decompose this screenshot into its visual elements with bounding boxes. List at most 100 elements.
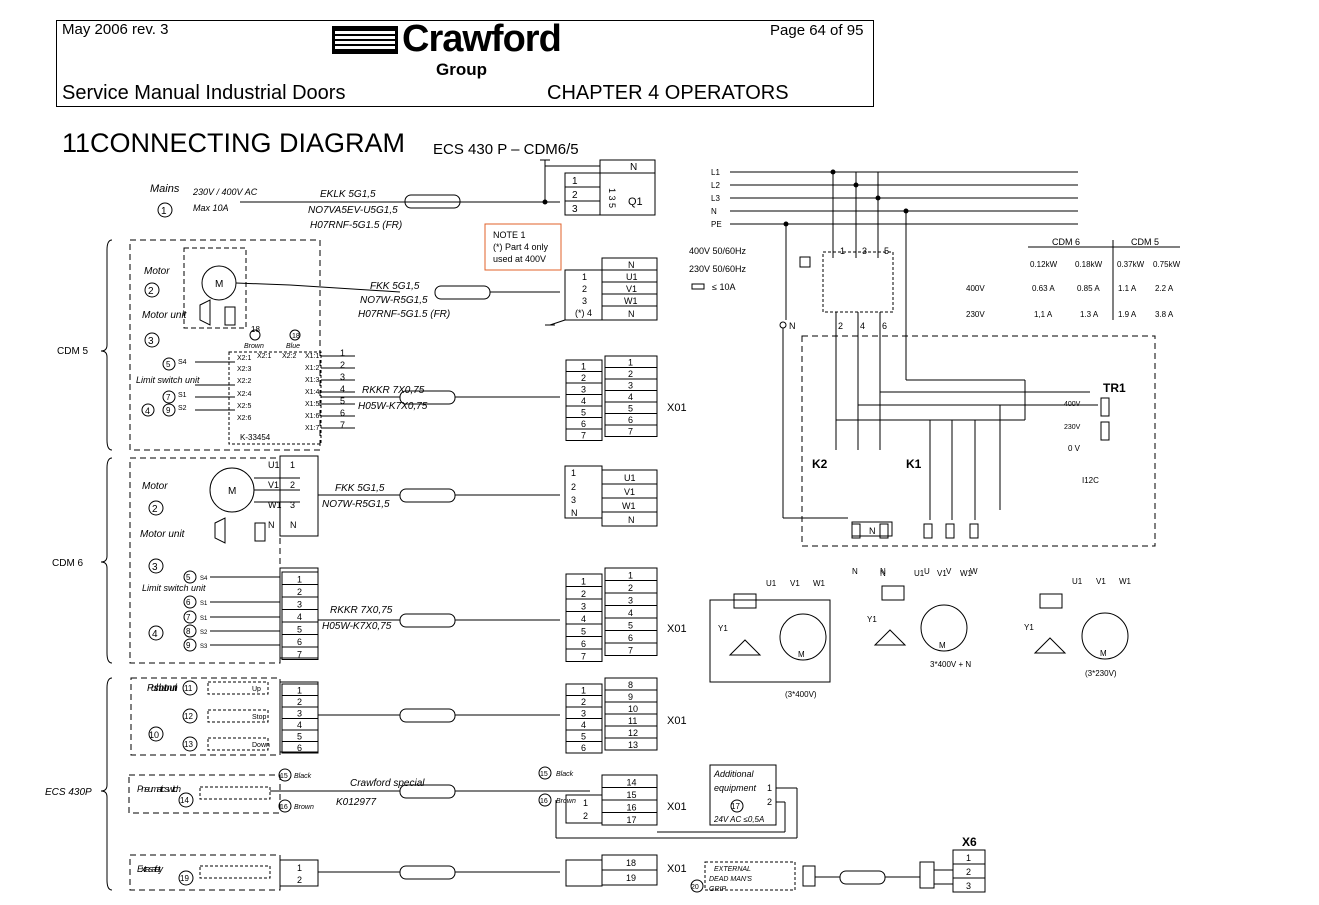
ecs-label: ECS 430P	[45, 787, 92, 798]
table-400v-label: 400V	[966, 284, 985, 293]
cdm6-u: U1	[268, 460, 280, 470]
cdm5-dashed-box	[129, 239, 321, 451]
cdm5-section: CDM 5 Motor 2 Motor unit 3 Limit switch …	[57, 239, 687, 451]
ctrl-term-label-3: V	[946, 567, 952, 576]
cdm6-label: CDM 6	[52, 558, 84, 569]
cdm5-motor-unit-num: 3	[148, 336, 154, 347]
cdm6-switch-num-2: 7	[186, 613, 191, 622]
motor-3x400v-n: M N U1 V1 W1 Y1 3*400V + N	[867, 569, 973, 669]
ctrl-num-3: 3	[862, 246, 867, 256]
cdm5-x2-1a: X2:1	[237, 355, 252, 362]
table-400v-3: 1.1 A	[1118, 284, 1137, 293]
svg-text:2: 2	[767, 797, 772, 807]
cdm5-left-frame	[565, 359, 603, 441]
m3-voltage: (3*230V)	[1085, 669, 1117, 678]
push-mid-2: 3	[581, 709, 586, 719]
cdm5-x2-6: X2:6	[237, 415, 252, 422]
cdm5-x01-0: 1	[628, 358, 633, 368]
svg-text:N: N	[290, 520, 297, 530]
table-400v-2: 0.85 A	[1077, 284, 1100, 293]
cdm6-x01-1: 2	[628, 583, 633, 593]
ecs-cable-2: K012977	[336, 797, 376, 808]
mains-label: Mains	[150, 183, 180, 195]
m2-w1: W1	[960, 569, 973, 578]
push-x01-0: 8	[628, 680, 633, 690]
cdm6-w: W1	[268, 500, 282, 510]
cdm6-x01-frame	[604, 567, 658, 656]
ecs-x01-0: 14	[627, 778, 637, 788]
cdm6-left-0: 1	[297, 575, 302, 585]
cdm5-x1-num-5: 6	[340, 408, 345, 418]
ecs-section: ECS 430P Pneumatic switch 14 15 Black 16…	[45, 677, 798, 891]
ecs-brown-a: Brown	[294, 804, 314, 811]
additional-label-1: Additional	[713, 769, 755, 779]
m3-u1: U1	[1072, 577, 1083, 586]
ecs-black-b: Black	[556, 771, 574, 778]
cdm5-x01-4: 5	[628, 404, 633, 414]
chapter-title: CHAPTER 4 OPERATORS	[547, 82, 789, 104]
x6-term-2: 2	[966, 867, 971, 877]
cdm5-x1-label-0: X1:1	[305, 353, 320, 360]
cdm6-n: N	[268, 520, 275, 530]
push-x01-label: X01	[667, 715, 687, 727]
k1-label: K1	[906, 457, 922, 471]
cdm5-mterm-w1: W1	[624, 296, 638, 306]
cdm6-switch-num-4: 9	[186, 641, 191, 650]
ctrl-num-6: 6	[882, 321, 887, 331]
x6-term-3: 3	[966, 881, 971, 891]
push-left-3: 4	[297, 720, 302, 730]
push-x01-5: 13	[628, 740, 638, 750]
svg-text:3: 3	[290, 500, 295, 510]
cdm5-x01-6: 7	[628, 427, 633, 437]
ctrl-term-box-3	[945, 523, 955, 539]
ctrl-term-label-1: N	[880, 567, 886, 576]
cdm5-brown: Brown	[244, 343, 264, 350]
push-left-4: 5	[297, 732, 302, 742]
cdm6-mid-2: 3	[581, 602, 586, 612]
cdm6-left-2: 3	[297, 600, 302, 610]
cdm6-switch-label-1: S1	[200, 601, 208, 607]
cdm5-mterm-n2: N	[628, 309, 635, 319]
push-mid-4: 5	[581, 732, 586, 742]
push-x01-2: 10	[628, 704, 638, 714]
ctrl-n: N	[789, 321, 796, 331]
m2-u1: U1	[914, 569, 925, 578]
supply-line-1: L2	[711, 181, 720, 190]
ctrl-term-box-4	[969, 523, 979, 539]
cdm5-s2: S2	[178, 405, 187, 412]
push-btn-0	[207, 681, 269, 695]
q1-pins: 1 3 5	[607, 188, 617, 208]
cdm5-n18a: 18	[251, 325, 260, 334]
cdm5-blue: Blue	[286, 343, 300, 350]
mains-fuse: Max 10A	[193, 203, 229, 213]
cdm6-dashed-box	[129, 457, 281, 664]
table-230v-4: 3.8 A	[1155, 310, 1174, 319]
cdm6-switch-num-0: 5	[186, 573, 191, 582]
cdm6-mid-0: 1	[581, 577, 586, 587]
table-230v-label: 230V	[966, 310, 985, 319]
cdm5-motor-cable	[434, 285, 491, 300]
supply-400v: 400V 50/60Hz	[689, 246, 747, 256]
revision-text: May 2006 rev. 3	[62, 21, 169, 38]
cdm6-switch-num-3: 8	[186, 627, 191, 636]
additional-label-3: 24V AC ≤0,5A	[713, 815, 764, 824]
cdm5-x2-1b: X2:1	[257, 353, 272, 360]
external-label-3: GRIP	[709, 886, 726, 893]
cdm6-mid-3: 4	[581, 614, 586, 624]
ecs-n15a: 15	[280, 773, 288, 780]
cdm5-mnum-4: (*) 4	[575, 308, 592, 318]
supply-230v: 230V 50/60Hz	[689, 264, 747, 274]
cdm5-left-0: 1	[581, 362, 586, 372]
cdm5-board-label: K-33454	[240, 433, 271, 442]
table-kw-3: 0.37kW	[1117, 260, 1145, 269]
logo-text: Crawford	[402, 18, 562, 60]
cdm5-x01-2: 3	[628, 381, 633, 391]
ctrl-term-box-0	[851, 523, 861, 539]
ecs-x01-label: X01	[667, 801, 687, 813]
ctrl-num-5: 5	[884, 246, 889, 256]
